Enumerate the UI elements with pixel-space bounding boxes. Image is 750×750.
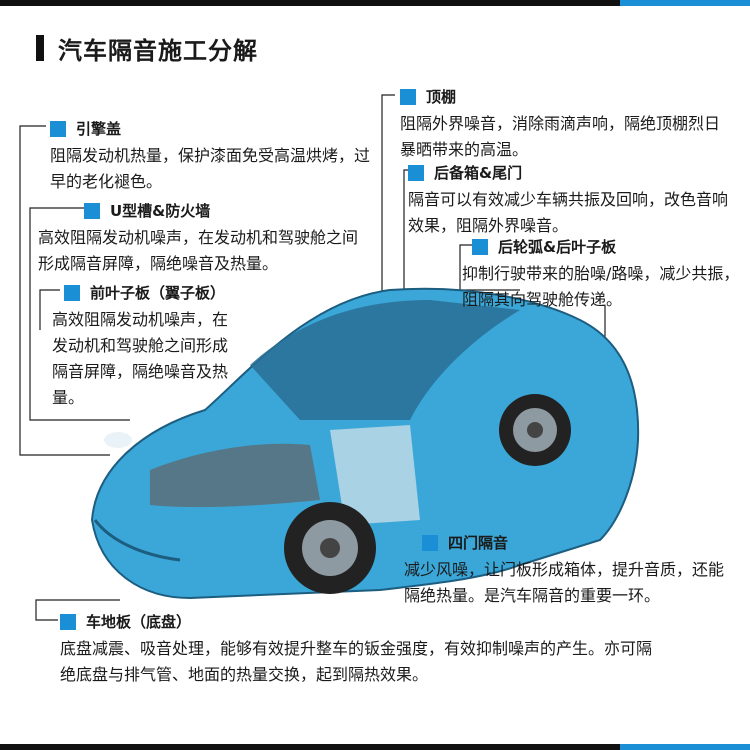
bullet-icon [60, 613, 76, 630]
section-label: 后轮弧&后叶子板 [498, 238, 617, 256]
bullet-icon [400, 88, 416, 105]
section-desc: 减少风噪，让门板形成箱体，提升音质，还能隔绝热量。是汽车隔音的重要一环。 [404, 560, 725, 605]
section-label: 后备箱&尾门 [434, 164, 523, 182]
section-desc: 阻隔发动机热量，保护漆面免受高温烘烤，过早的老化褪色。 [50, 146, 371, 191]
section-label: 引擎盖 [76, 120, 122, 138]
bullet-icon [64, 284, 80, 301]
section-doors: 四门隔音 减少风噪，让门板形成箱体，提升音质，还能隔绝热量。是汽车隔音的重要一环… [404, 532, 724, 609]
section-desc: 高效阻隔发动机噪声，在发动机和驾驶舱之间形成隔音屏障，隔绝噪音及热量。 [38, 228, 359, 273]
section-desc: 阻隔外界噪音，消除雨滴声响，隔绝顶棚烈日暴晒带来的高温。 [400, 114, 721, 159]
section-desc: 高效阻隔发动机噪声，在发动机和驾驶舱之间形成隔音屏障，隔绝噪音及热量。 [52, 310, 229, 407]
section-engine-hood: 引擎盖 阻隔发动机热量，保护漆面免受高温烘烤，过早的老化褪色。 [50, 118, 370, 195]
section-desc: 隔音可以有效减少车辆共振及回响，改色音响效果，阻隔外界噪音。 [408, 190, 729, 235]
section-label: 顶棚 [426, 88, 457, 106]
bottom-border [0, 744, 750, 750]
bullet-icon [50, 120, 66, 137]
section-desc: 抑制行驶带来的胎噪/路噪，减少共振，阻隔其向驾驶舱传递。 [462, 264, 740, 309]
car-shape [90, 287, 640, 600]
page-header: 汽车隔音施工分解 [36, 30, 258, 66]
section-rear-arch: 后轮弧&后叶子板 抑制行驶带来的胎噪/路噪，减少共振，阻隔其向驾驶舱传递。 [462, 236, 742, 313]
bullet-icon [422, 534, 438, 551]
section-label: 前叶子板（翼子板） [90, 284, 226, 302]
section-firewall: U型槽&防火墙 高效阻隔发动机噪声，在发动机和驾驶舱之间形成隔音屏障，隔绝噪音及… [38, 200, 368, 277]
section-desc: 底盘减震、吸音处理，能够有效提升整车的钣金强度，有效抑制噪声的产生。亦可隔绝底盘… [60, 639, 653, 684]
section-label: 车地板（底盘） [86, 613, 192, 631]
section-trunk: 后备箱&尾门 隔音可以有效减少车辆共振及回响，改色音响效果，阻隔外界噪音。 [408, 162, 728, 239]
title-marker [36, 35, 44, 61]
bullet-icon [472, 238, 488, 255]
top-border [0, 0, 750, 6]
bullet-icon [408, 164, 424, 181]
section-floor: 车地板（底盘） 底盘减震、吸音处理，能够有效提升整车的钣金强度，有效抑制噪声的产… [60, 611, 660, 688]
section-roof: 顶棚 阻隔外界噪音，消除雨滴声响，隔绝顶棚烈日暴晒带来的高温。 [400, 86, 720, 163]
top-accent [620, 0, 750, 6]
bullet-icon [84, 202, 100, 219]
section-front-fender: 前叶子板（翼子板） 高效阻隔发动机噪声，在发动机和驾驶舱之间形成隔音屏障，隔绝噪… [52, 282, 242, 411]
bottom-accent [620, 744, 750, 750]
page-title: 汽车隔音施工分解 [58, 36, 258, 65]
section-label: 四门隔音 [448, 534, 509, 552]
section-label: U型槽&防火墙 [110, 202, 211, 220]
